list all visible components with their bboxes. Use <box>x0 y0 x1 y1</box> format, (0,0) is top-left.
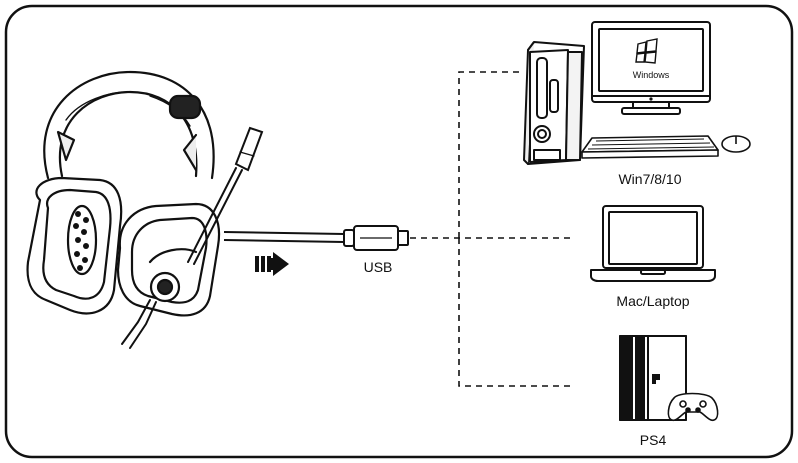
usb-cable <box>223 231 345 243</box>
laptop-label: Mac/Laptop <box>616 293 689 309</box>
ps4-label: PS4 <box>640 432 667 448</box>
connection-lines <box>410 71 570 387</box>
laptop-icon <box>590 205 716 282</box>
usb-plug-icon <box>343 225 409 251</box>
headset-icon <box>26 70 221 349</box>
microphone-icon <box>187 126 264 265</box>
monitor-icon <box>591 21 711 115</box>
windows-screen-text: Windows <box>633 70 670 80</box>
keyboard-icon <box>581 135 719 159</box>
arrow-icon <box>255 252 289 276</box>
mouse-icon <box>721 135 751 153</box>
windows-logo-icon <box>635 38 658 64</box>
gamepad-icon <box>667 392 719 422</box>
desktop-tower-icon <box>523 41 585 165</box>
pc-label: Win7/8/10 <box>618 171 681 187</box>
usb-label: USB <box>364 259 393 275</box>
